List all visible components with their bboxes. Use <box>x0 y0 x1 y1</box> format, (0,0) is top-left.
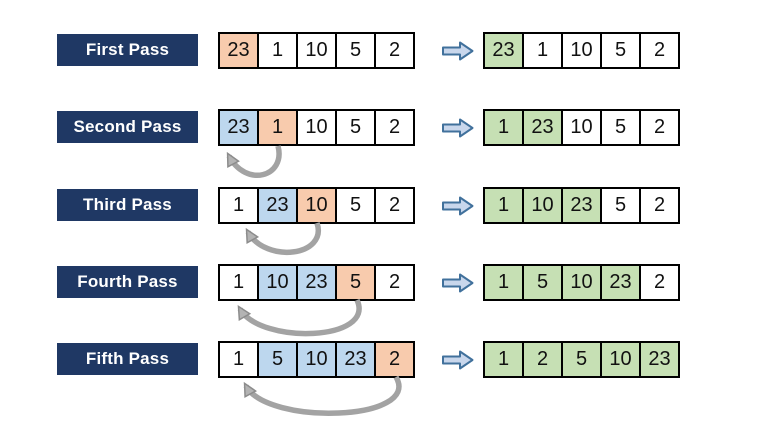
input-array: 23 1 10 5 2 <box>218 109 415 146</box>
input-cell: 2 <box>374 187 415 224</box>
input-cell: 2 <box>374 264 415 301</box>
input-cell: 23 <box>218 32 259 69</box>
input-cell: 2 <box>374 109 415 146</box>
output-cell: 2 <box>639 109 680 146</box>
output-cell: 5 <box>522 264 563 301</box>
input-cell: 1 <box>257 109 298 146</box>
right-block-arrow-icon <box>442 350 474 370</box>
output-cell: 5 <box>600 109 641 146</box>
pass-label: Third Pass <box>57 189 198 221</box>
output-cell: 1 <box>483 109 524 146</box>
input-cell: 10 <box>296 32 337 69</box>
right-block-arrow-icon <box>442 273 474 293</box>
pass-row-1: First Pass 23 1 10 5 2 23 1 10 5 2 <box>0 32 765 69</box>
right-block-arrow-icon <box>442 41 474 61</box>
swap-arrow-fifth-pass <box>243 375 402 416</box>
input-cell: 10 <box>296 187 337 224</box>
output-array: 1 10 23 5 2 <box>483 187 680 224</box>
swap-arrow-third-pass <box>245 222 322 255</box>
output-array: 23 1 10 5 2 <box>483 32 680 69</box>
output-cell: 23 <box>522 109 563 146</box>
pass-label: Second Pass <box>57 111 198 143</box>
input-cell: 1 <box>218 187 259 224</box>
pass-row-5: Fifth Pass 1 5 10 23 2 1 2 5 10 23 <box>0 341 765 378</box>
output-cell: 2 <box>639 187 680 224</box>
output-cell: 5 <box>600 187 641 224</box>
input-cell: 10 <box>296 109 337 146</box>
output-cell: 2 <box>522 341 563 378</box>
output-cell: 2 <box>639 264 680 301</box>
pass-label: First Pass <box>57 34 198 66</box>
pass-row-4: Fourth Pass 1 10 23 5 2 1 5 10 23 2 <box>0 264 765 301</box>
right-block-arrow-icon <box>442 196 474 216</box>
output-cell: 23 <box>639 341 680 378</box>
output-cell: 1 <box>483 187 524 224</box>
input-cell: 2 <box>374 32 415 69</box>
output-cell: 23 <box>600 264 641 301</box>
output-cell: 5 <box>600 32 641 69</box>
input-cell: 5 <box>257 341 298 378</box>
input-array: 1 5 10 23 2 <box>218 341 415 378</box>
input-cell: 10 <box>296 341 337 378</box>
output-cell: 2 <box>639 32 680 69</box>
input-cell: 2 <box>374 341 415 378</box>
output-array: 1 5 10 23 2 <box>483 264 680 301</box>
input-cell: 23 <box>257 187 298 224</box>
pass-label: Fifth Pass <box>57 343 198 375</box>
right-block-arrow-icon <box>442 118 474 138</box>
input-cell: 23 <box>335 341 376 378</box>
input-cell: 5 <box>335 32 376 69</box>
input-cell: 23 <box>296 264 337 301</box>
input-cell: 5 <box>335 187 376 224</box>
output-array: 1 2 5 10 23 <box>483 341 680 378</box>
input-array: 1 10 23 5 2 <box>218 264 415 301</box>
output-cell: 1 <box>522 32 563 69</box>
input-array: 1 23 10 5 2 <box>218 187 415 224</box>
output-cell: 10 <box>561 109 602 146</box>
output-cell: 23 <box>483 32 524 69</box>
output-cell: 10 <box>522 187 563 224</box>
input-cell: 1 <box>218 264 259 301</box>
swap-arrow-second-pass <box>226 145 282 178</box>
pass-label: Fourth Pass <box>57 266 198 298</box>
output-cell: 5 <box>561 341 602 378</box>
input-cell: 10 <box>257 264 298 301</box>
pass-row-3: Third Pass 1 23 10 5 2 1 10 23 5 2 <box>0 187 765 224</box>
output-cell: 10 <box>600 341 641 378</box>
input-cell: 23 <box>218 109 259 146</box>
output-cell: 10 <box>561 32 602 69</box>
input-array: 23 1 10 5 2 <box>218 32 415 69</box>
swap-arrow-fourth-pass <box>237 298 362 337</box>
pass-row-2: Second Pass 23 1 10 5 2 1 23 10 5 2 <box>0 109 765 146</box>
input-cell: 5 <box>335 264 376 301</box>
input-cell: 1 <box>218 341 259 378</box>
output-array: 1 23 10 5 2 <box>483 109 680 146</box>
input-cell: 5 <box>335 109 376 146</box>
input-cell: 1 <box>257 32 298 69</box>
output-cell: 1 <box>483 341 524 378</box>
output-cell: 23 <box>561 187 602 224</box>
output-cell: 1 <box>483 264 524 301</box>
output-cell: 10 <box>561 264 602 301</box>
